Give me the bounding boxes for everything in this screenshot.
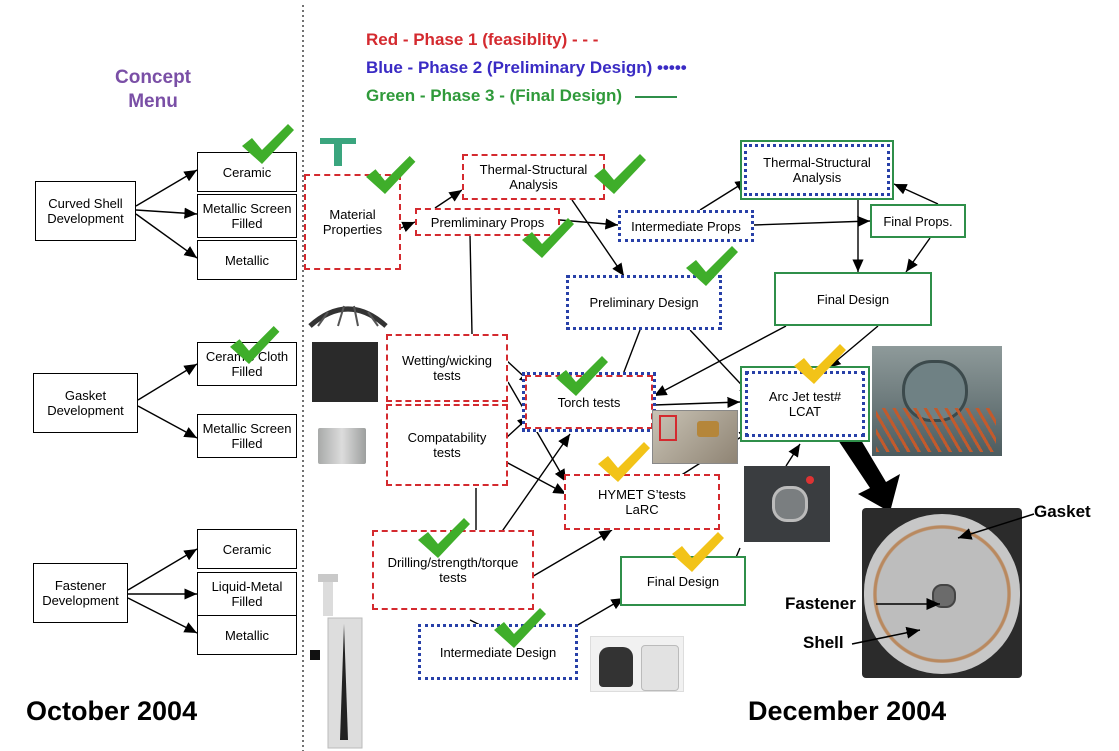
node-thermal-structural-analysis-1: Thermal-Structural Analysis xyxy=(462,154,605,200)
arrow-wet-hymet xyxy=(507,381,567,483)
fastener-development: Fastener Development xyxy=(33,563,128,623)
arc-jet-facility-photo xyxy=(872,346,1002,456)
torch-test-photo-part xyxy=(697,421,719,437)
gasket-option-ceramic-cloth: Ceramic Cloth Filled xyxy=(197,342,297,386)
intermediate-part-light xyxy=(641,645,679,691)
shell-option-metallic-screen: Metallic Screen Filled xyxy=(197,194,297,238)
hymet-port xyxy=(772,486,808,522)
arrow-prem-ts1 xyxy=(434,189,463,209)
node-thermal-structural-analysis-2-label: Thermal-Structural Analysis xyxy=(744,144,890,196)
gasket-option-metallic-screen: Metallic Screen Filled xyxy=(197,414,297,458)
torch-test-photo xyxy=(652,410,738,464)
node-thermal-structural-analysis-2: Thermal-Structural Analysis xyxy=(740,140,894,200)
arrow-shell-metallic xyxy=(135,213,198,259)
gasket-development: Gasket Development xyxy=(33,373,138,433)
fastener-photos xyxy=(310,574,363,749)
node-drilling-strength-torque-tests: Drilling/strength/torque tests xyxy=(372,530,534,610)
arrow-torch-arcjet xyxy=(653,396,741,409)
curved-shell-development: Curved Shell Development xyxy=(35,181,136,241)
node-hymet-tests: HYMET S’tests LaRC xyxy=(564,474,720,530)
curved-shell-photo xyxy=(308,305,388,328)
node-compatability-tests: Compatability tests xyxy=(386,404,508,486)
shell-option-metallic: Metallic xyxy=(197,240,297,280)
arrow-fd-arcjet xyxy=(827,325,879,369)
arrow-ts1-pd xyxy=(571,199,625,277)
arrow-comp-hymet xyxy=(505,461,567,495)
node-torch-tests-label: Torch tests xyxy=(525,375,653,429)
legend-phase1: Red - Phase 1 (feasiblity) - - - xyxy=(366,30,598,50)
arc-jet-cables xyxy=(876,408,996,452)
node-preliminary-design: Preliminary Design xyxy=(566,275,722,330)
arrow-drill-hymet xyxy=(529,529,613,579)
specimen-photo xyxy=(862,508,1022,678)
arrow-gasket-screen xyxy=(137,405,198,439)
node-torch-tests: Torch tests xyxy=(522,372,656,432)
label-shell: Shell xyxy=(803,633,844,652)
specimen-fastener xyxy=(932,584,956,608)
fastener-option-liquid-metal: Liquid-Metal Filled xyxy=(197,572,297,616)
arrow-fp-fd xyxy=(905,237,931,273)
legend-phase3: Green - Phase 3 - (Final Design) xyxy=(366,86,677,106)
legend-phase3-text: Green - Phase 3 - (Final Design) xyxy=(366,86,623,105)
legend-phase2-text: Blue - Phase 2 (Preliminary Design) ••••… xyxy=(366,58,687,77)
legend-phase2: Blue - Phase 2 (Preliminary Design) ••••… xyxy=(366,58,687,78)
date-start: October 2004 xyxy=(26,696,198,726)
node-intermediate-design: Intermediate Design xyxy=(418,624,578,680)
arrow-ip-fp xyxy=(753,215,871,228)
hymet-photo xyxy=(744,466,830,542)
arrow-mat-prem xyxy=(400,221,416,233)
node-final-design-2: Final Design xyxy=(620,556,746,606)
ceramic-cloth-photo xyxy=(312,342,378,402)
intermediate-design-photo xyxy=(590,636,684,692)
node-premliminary-props: Premliminary Props xyxy=(415,208,560,236)
legend-phase3-line xyxy=(634,95,677,98)
arrow-photo-arcjet xyxy=(785,443,801,467)
arrow-gasket-cloth xyxy=(137,363,198,401)
node-final-design-1: Final Design xyxy=(774,272,932,326)
fastener-option-ceramic: Ceramic xyxy=(197,529,297,569)
node-final-props: Final Props. xyxy=(870,204,966,238)
fastener-option-metallic: Metallic xyxy=(197,615,297,655)
node-intermediate-props: Intermediate Props xyxy=(618,210,754,242)
material-sample-t-icon xyxy=(320,138,356,166)
arrow-shell-screen xyxy=(135,207,198,219)
line-prem-down xyxy=(469,233,473,335)
label-fastener: Fastener xyxy=(785,594,856,613)
torch-test-photo-highlight xyxy=(659,415,677,441)
concept-menu-title: Concept Menu xyxy=(115,67,191,112)
intermediate-part-dark xyxy=(599,647,633,687)
hymet-indicator xyxy=(806,476,814,484)
arrow-fastener-ceramic xyxy=(127,548,198,591)
arrow-fp-ts2 xyxy=(893,183,939,205)
arrow-drill-torch xyxy=(495,433,571,541)
metallic-screen-photo xyxy=(318,428,366,464)
label-gasket: Gasket xyxy=(1034,502,1091,521)
node-arc-jet-test: Arc Jet test# LCAT xyxy=(740,366,870,442)
date-end: December 2004 xyxy=(748,696,947,726)
shell-option-ceramic: Ceramic xyxy=(197,152,297,192)
arrow-fastener-metallic xyxy=(127,597,198,634)
node-arc-jet-test-label: Arc Jet test# LCAT xyxy=(745,371,865,437)
arrow-shell-ceramic xyxy=(135,169,198,207)
node-wetting-wicking-tests: Wetting/wicking tests xyxy=(386,334,508,402)
node-material-properties: Material Properties xyxy=(304,174,401,270)
legend-phase1-text: Red - Phase 1 (feasiblity) - - - xyxy=(366,30,599,49)
